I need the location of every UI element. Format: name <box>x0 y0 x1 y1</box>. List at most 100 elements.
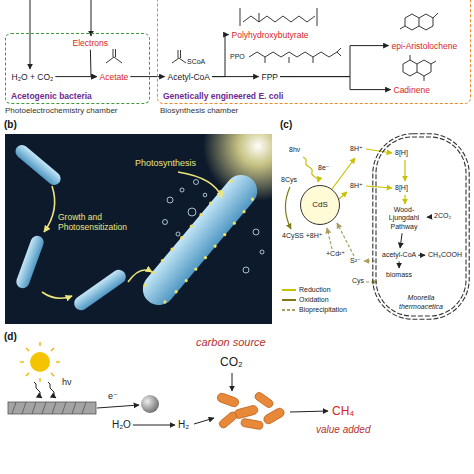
atom-label: PPO <box>230 53 245 61</box>
species-label: 8Cys <box>281 176 297 184</box>
flow-text: H₂O + CO₂ <box>12 72 54 82</box>
species-label: 8H⁺ <box>350 145 363 153</box>
annotation-label-text: value added <box>316 424 371 436</box>
species-label-text: +Cd²⁺ <box>326 250 345 258</box>
atom-label-text: PPO <box>230 53 245 61</box>
product-text: H₂ <box>178 419 189 431</box>
pathway-text: Wood-Ljungdahl Pathway <box>384 206 424 231</box>
annotation-label: carbon source <box>196 336 266 349</box>
flow-arrow <box>280 77 391 90</box>
flow-arrow <box>212 76 259 77</box>
metabolite-text: FPP <box>262 72 279 82</box>
species-label: +Cd²⁺ <box>326 250 345 258</box>
bacterium-cell: Moorella thermoacetica Wood-Ljungdahl Pat… <box>372 133 470 320</box>
node-text: FPP <box>262 72 279 82</box>
species-label-text: 8Cys <box>281 176 297 184</box>
flow-arrow <box>280 46 389 77</box>
species-label-text: 8[H] <box>395 184 408 192</box>
chamber-label: Photoelectrochemistry chamber <box>5 106 118 116</box>
species-label: 4CySS +8H⁺ <box>282 232 322 240</box>
reaction-lines <box>286 149 405 282</box>
chamber-label-text: Photoelectrochemistry chamber <box>5 106 118 116</box>
species-label: 8[H] <box>395 184 408 192</box>
flow-arrow <box>133 425 175 426</box>
flow-arrow <box>399 261 400 268</box>
reactant-text: H₂O <box>112 419 131 431</box>
nanoparticle-circle: CdS <box>300 185 340 225</box>
legend-entry: Oxidation <box>299 296 329 304</box>
node-text: H₂O <box>112 419 131 431</box>
organism-box: Acetogenic bacteriaElectronsH₂O + CO₂Ace… <box>5 33 150 104</box>
species-label-text: 8hν <box>289 146 300 154</box>
species-label-text: 8e⁻ <box>318 164 329 172</box>
annotation-label: value added <box>316 424 371 436</box>
node-text: Wood-Ljungdahl Pathway <box>384 206 424 231</box>
node-text: CO₂ <box>220 355 243 369</box>
process-label: Photosynthesis <box>135 158 196 169</box>
species-label-text: 4CySS +8H⁺ <box>282 232 322 240</box>
electron-label: e⁻ <box>108 391 118 402</box>
atom-label: SCoA <box>187 58 205 66</box>
species-label-text: 8H⁺ <box>350 145 363 153</box>
node-text: Electrons <box>73 38 108 48</box>
legend-text: Reduction <box>299 286 331 294</box>
annotation-label-text: carbon source <box>196 336 266 349</box>
node-text: acetyl-CoA <box>382 251 416 259</box>
panel-letter: (c) <box>280 119 292 131</box>
node-text: epi-Aristolochene <box>392 41 458 51</box>
legend-samples <box>282 290 296 310</box>
product-text: Polyhydroxybutyrate <box>232 30 309 40</box>
panel-letter-text: (c) <box>280 119 292 131</box>
node-text: Polyhydroxybutyrate <box>232 30 309 40</box>
node-text: biomass <box>386 271 412 279</box>
flow-arrow <box>130 76 164 77</box>
feed-arrows <box>30 0 91 69</box>
photon-label-text: hν <box>62 377 72 388</box>
chamber-label-text: Biosynthesis chamber <box>160 106 238 116</box>
legend-entry: Reduction <box>299 286 331 294</box>
species-label: 8e⁻ <box>318 164 329 172</box>
species-label-text: 8[H] <box>395 149 408 157</box>
product-text: biomass <box>386 271 412 279</box>
product-text: CH₄ <box>332 404 354 418</box>
species-label: Cys <box>352 277 364 285</box>
flow-arrow <box>55 76 96 77</box>
product-text: CH₃COOH <box>428 251 462 259</box>
cell-outline <box>372 133 470 320</box>
flow-arrow <box>212 35 229 77</box>
species-label-text: 8H⁺ <box>350 182 363 190</box>
molecule-structures <box>106 8 438 81</box>
legend-text: Oxidation <box>299 296 329 304</box>
metabolite-text: 2CO₂ <box>434 212 451 220</box>
node-text: CH₄ <box>332 404 354 418</box>
chamber-label: Biosynthesis chamber <box>160 106 238 116</box>
node-text: Acetate <box>100 72 129 82</box>
electron-label-text: e⁻ <box>108 391 118 402</box>
product-text: Acetate <box>100 72 129 82</box>
species-label: 8hν <box>289 146 300 154</box>
process-label-text: Photosynthesis <box>135 158 196 169</box>
organism-box: Genetically engineered E. coli Acetyl-CoA… <box>157 0 471 104</box>
process-label: Growth and Photosensitization <box>58 212 148 232</box>
panel-letter-text: (d) <box>4 331 17 343</box>
species-label: S²⁻ <box>350 257 361 265</box>
metabolite-text: Acetyl-CoA <box>168 72 211 82</box>
species-label-text: Cys <box>352 277 364 285</box>
legend-entry: Bioprecipitation <box>299 306 347 314</box>
process-label-text: Growth and Photosensitization <box>58 212 148 232</box>
node-text: CH₃COOH <box>428 251 462 259</box>
flow-arrow <box>400 233 402 248</box>
species-label-text: S²⁻ <box>350 257 361 265</box>
atom-label-text: SCoA <box>187 58 205 66</box>
node-text: Acetyl-CoA <box>168 72 211 82</box>
node-text: H₂O + CO₂ <box>12 72 54 82</box>
flow-arrow <box>427 216 432 217</box>
flow-arrow <box>418 255 425 256</box>
photon-label: hν <box>62 377 72 388</box>
cell-name: Moorella thermoacetica <box>372 294 470 311</box>
reactant-text: CO₂ <box>220 355 243 369</box>
box-heading: Genetically engineered E. coli <box>163 91 283 101</box>
node-text: CdS <box>312 200 328 210</box>
